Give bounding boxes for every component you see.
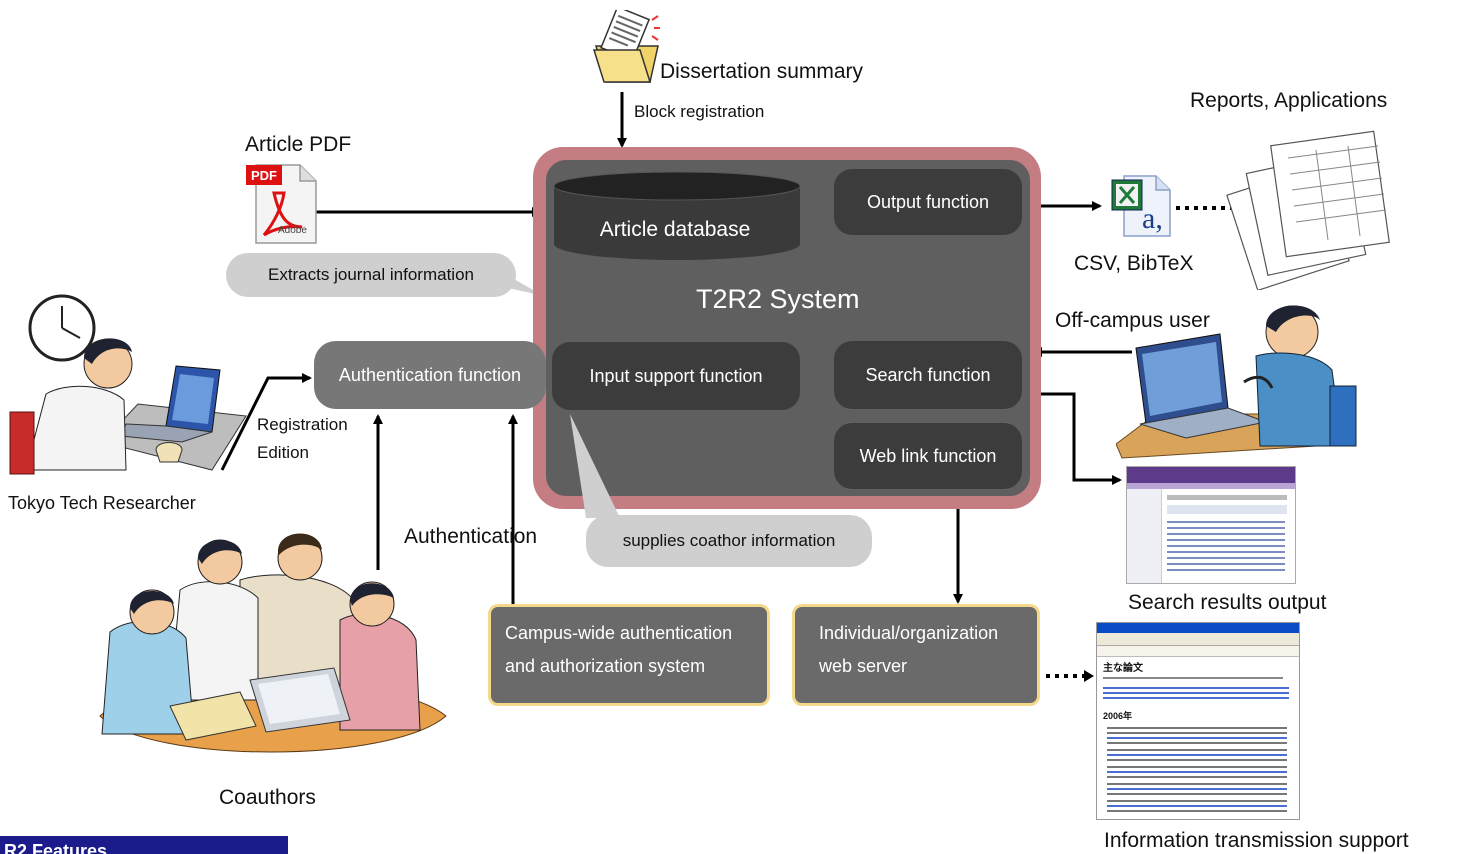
authentication-function: Authentication function [314,341,546,409]
footer-title-bar: R2 Features [0,836,288,854]
info-transmission-screenshot: 主な論文 2006年 [1096,622,1300,820]
web-server-line1: Individual/organization [819,623,999,643]
database-cylinder-icon [553,171,801,260]
article-database-label: Article database [599,218,751,241]
campus-auth-line2: and authorization system [505,656,706,676]
input-support-function: Input support function [552,342,800,410]
paper-year: 2006年 [1103,711,1133,721]
search-function: Search function [834,341,1022,409]
label-tokyo-tech-researcher: Tokyo Tech Researcher [8,493,196,513]
campus-auth-line1: Campus-wide authentication [505,623,733,643]
svg-text:a,: a, [1142,202,1163,235]
csv-file-icon: a, [1111,175,1171,237]
label-search-results-output: Search results output [1128,591,1327,614]
pdf-brand-text: Adobe [278,225,307,236]
label-coauthors: Coauthors [219,786,316,809]
label-block-registration: Block registration [634,102,765,121]
web-server-line2: web server [819,656,908,676]
search-results-screenshot [1126,466,1296,584]
callout-extracts-journal: Extracts journal information [226,253,516,297]
researcher-illustration [9,294,247,475]
label-edition: Edition [257,443,309,462]
web-link-function: Web link function [834,423,1022,489]
paper-heading: 主な論文 [1103,663,1143,674]
callout-supplies-tail [570,414,620,518]
label-csv-bibtex: CSV, BibTeX [1074,252,1194,275]
dissertation-folder-icon [592,10,660,83]
label-registration: Registration [257,415,348,434]
callout-supplies-coauthor: supplies coathor information [586,515,872,567]
system-title: T2R2 System [696,284,860,314]
pdf-file-icon: PDF Adobe [244,163,318,245]
arrow-search-to-results [1024,392,1122,485]
campus-auth-system: Campus-wide authentication and authoriza… [488,604,770,706]
label-article-pdf: Article PDF [245,133,352,156]
label-information-transmission-support: Information transmission support [1104,829,1409,852]
web-server-box: Individual/organization web server [792,604,1040,706]
output-function: Output function [834,169,1022,235]
off-campus-user-illustration [1116,305,1357,459]
label-reports-applications: Reports, Applications [1190,89,1388,112]
label-off-campus-user: Off-campus user [1055,309,1210,332]
arrow-researcher-to-auth [220,373,312,471]
coauthors-illustration [99,533,447,753]
pdf-badge: PDF [246,165,282,185]
label-authentication: Authentication [404,525,538,548]
label-dissertation-summary: Dissertation summary [660,60,864,83]
reports-stack-icon [1226,130,1390,290]
